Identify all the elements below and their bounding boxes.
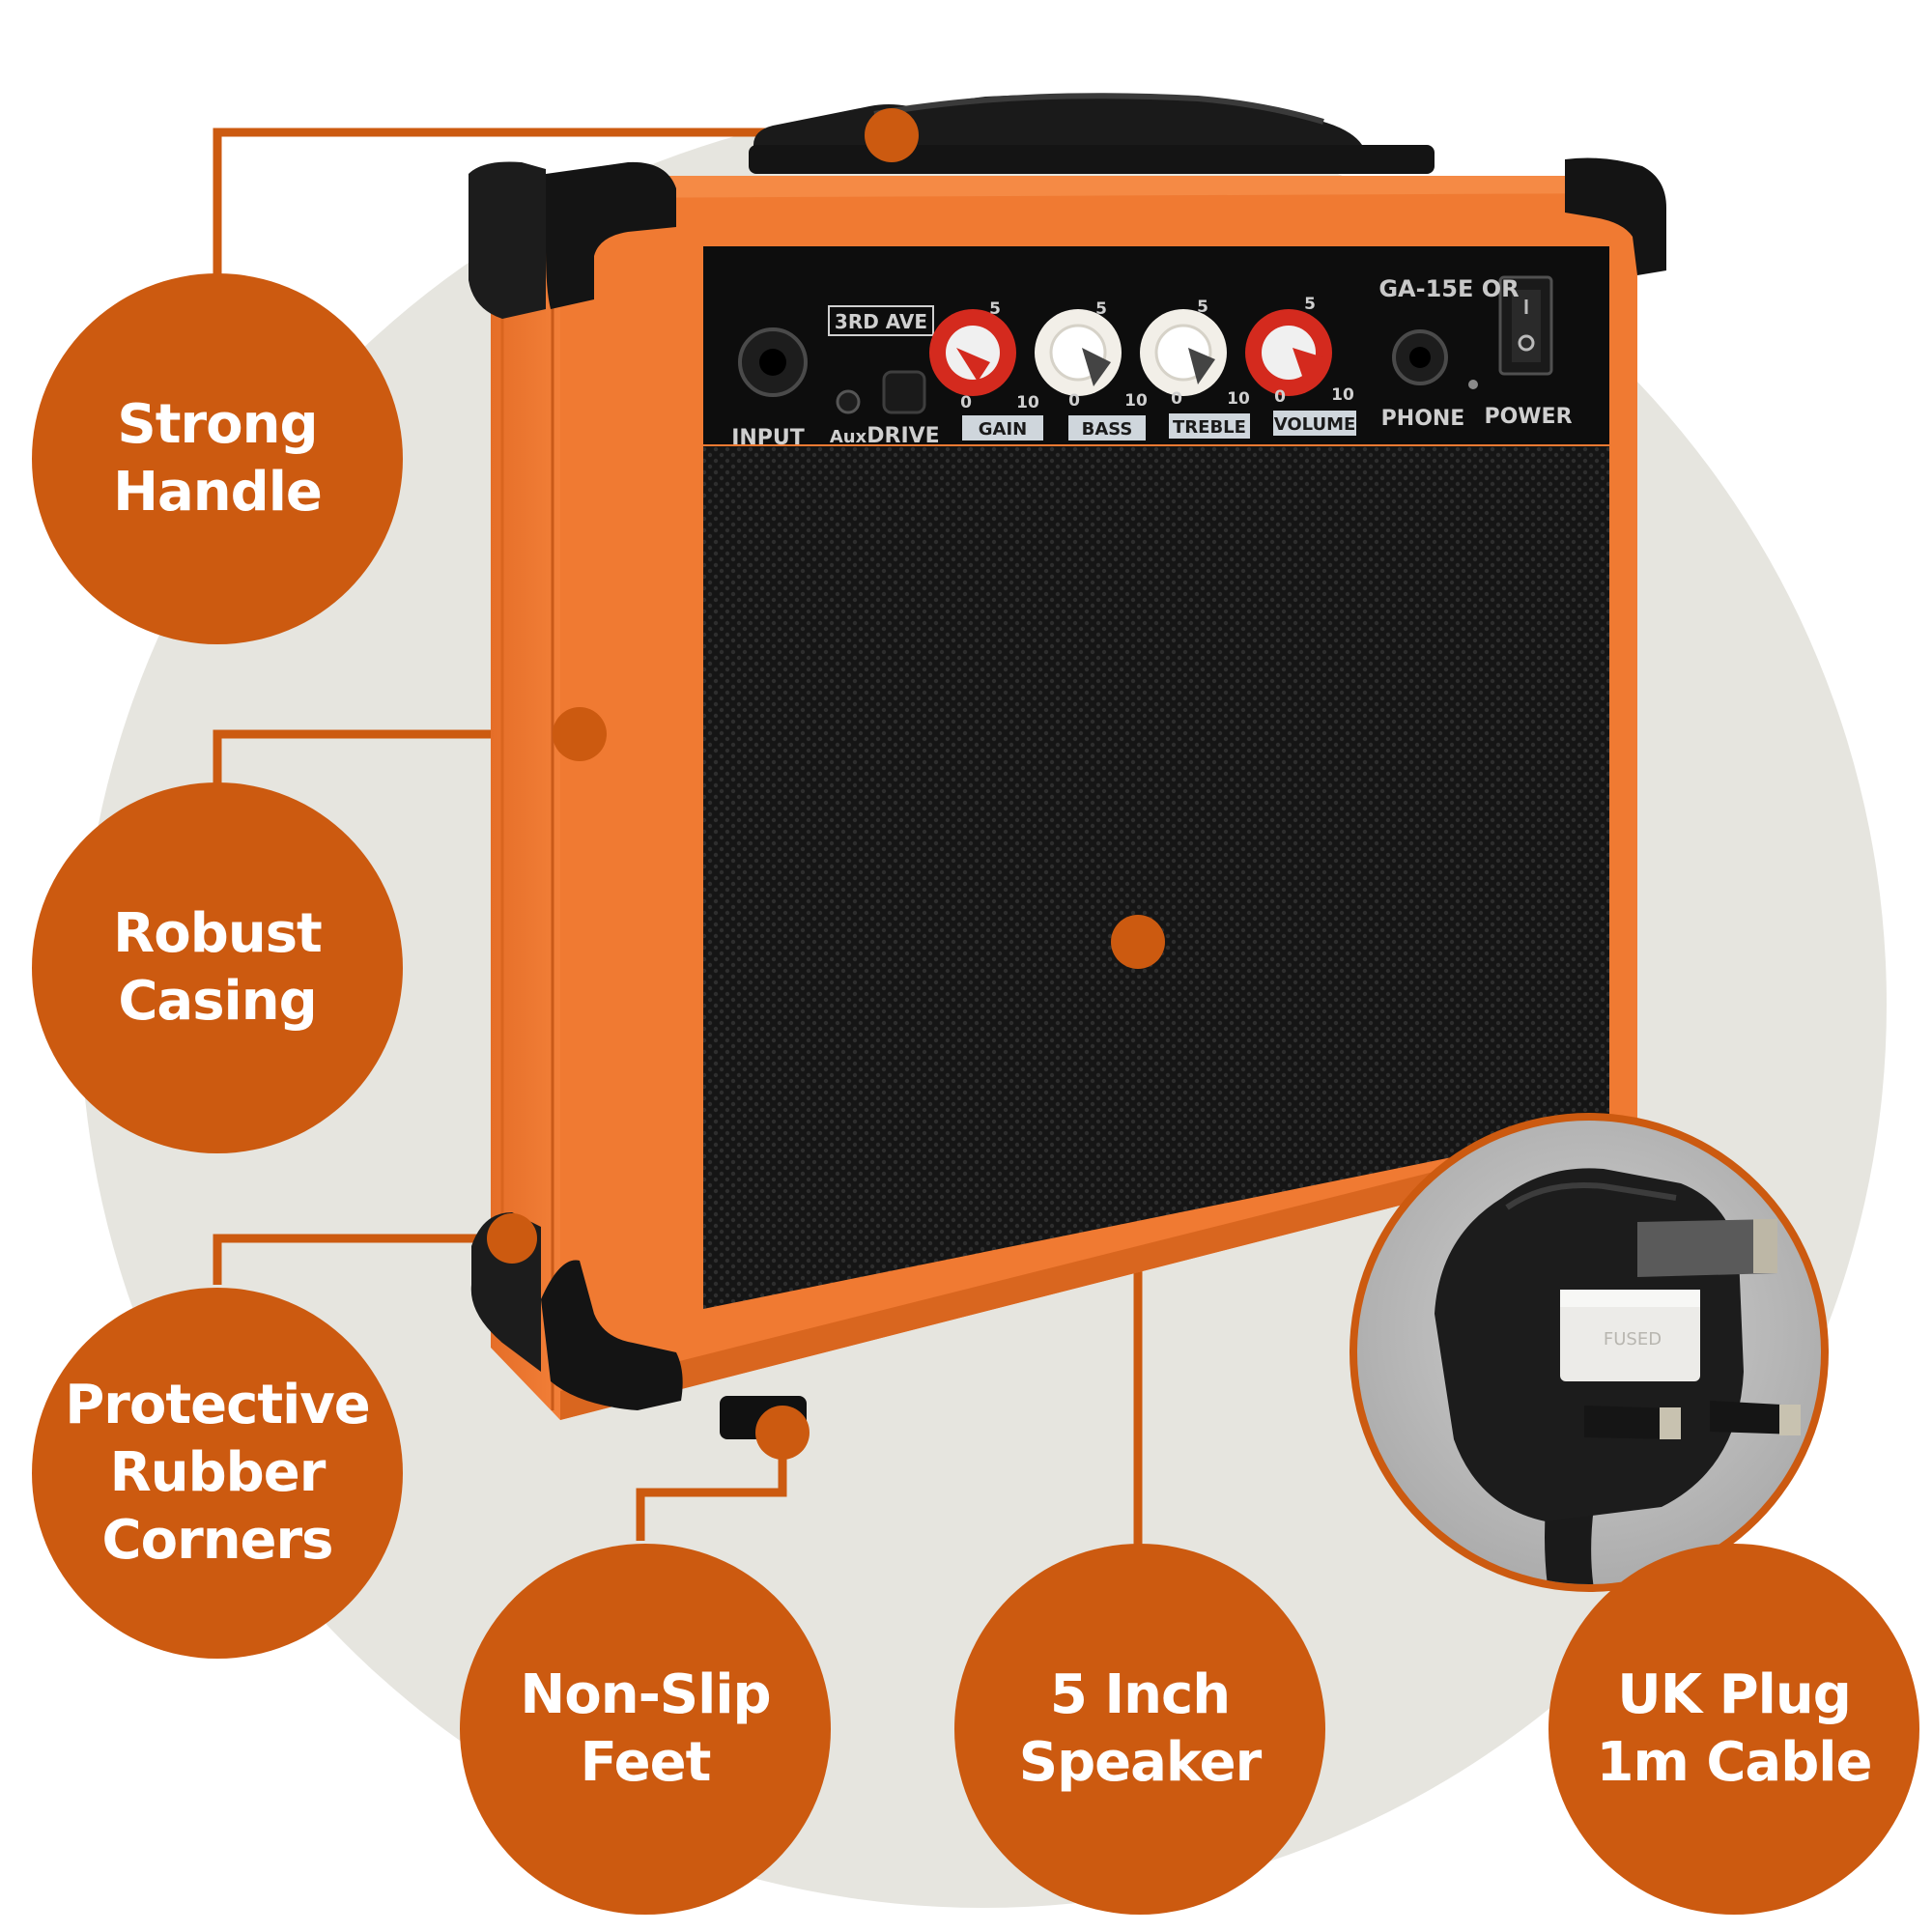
drive-button[interactable] bbox=[882, 370, 926, 414]
feature-circles bbox=[32, 273, 1919, 1915]
amplifier: 3RD AVE GA-15E OR INPUT Aux DRIVE GAIN B… bbox=[469, 93, 1666, 1439]
label-treble: TREBLE bbox=[1173, 417, 1246, 438]
svg-text:5: 5 bbox=[1197, 298, 1208, 317]
label-bass: BASS bbox=[1082, 419, 1133, 440]
aux-jack[interactable] bbox=[836, 389, 861, 414]
live-pin-left bbox=[1584, 1406, 1676, 1439]
knob-treble[interactable] bbox=[1140, 309, 1227, 396]
svg-text:10: 10 bbox=[1227, 389, 1250, 409]
corners-connector bbox=[213, 1234, 512, 1285]
feature-circle-corners bbox=[32, 1288, 403, 1659]
knob-bass[interactable] bbox=[1035, 309, 1122, 396]
brand-text: 3RD AVE bbox=[835, 310, 927, 333]
label-drive: DRIVE bbox=[867, 424, 939, 448]
svg-text:10: 10 bbox=[1124, 391, 1148, 411]
connector-dots bbox=[487, 108, 1165, 1460]
label-volume: VOLUME bbox=[1274, 414, 1356, 435]
power-led bbox=[1468, 380, 1478, 389]
svg-text:5: 5 bbox=[989, 299, 1001, 319]
label-power: POWER bbox=[1484, 405, 1572, 429]
knob-gain[interactable] bbox=[929, 309, 1016, 396]
svg-text:5: 5 bbox=[1304, 295, 1316, 314]
svg-text:0: 0 bbox=[960, 393, 972, 412]
label-phone: PHONE bbox=[1381, 407, 1465, 431]
fuse-text: FUSED bbox=[1604, 1329, 1662, 1350]
casing-dot bbox=[553, 707, 607, 761]
feet-dot bbox=[755, 1406, 810, 1460]
label-gain: GAIN bbox=[979, 419, 1027, 440]
amp-side-panel bbox=[491, 176, 560, 1420]
svg-text:10: 10 bbox=[1016, 393, 1039, 412]
feature-circle-casing bbox=[32, 782, 403, 1153]
corner-bottom-left bbox=[541, 1260, 683, 1410]
corners-dot bbox=[487, 1213, 537, 1264]
plug-cable bbox=[1545, 1507, 1608, 1584]
fuse-cover bbox=[1560, 1290, 1700, 1381]
handle-dot bbox=[865, 108, 919, 162]
speaker-grille bbox=[703, 446, 1609, 1309]
feature-circle-plug bbox=[1548, 1544, 1919, 1915]
speaker-dot bbox=[1111, 915, 1165, 969]
svg-text:0: 0 bbox=[1068, 391, 1080, 411]
handle-connector bbox=[213, 128, 879, 290]
neutral-pin-right bbox=[1710, 1401, 1799, 1435]
earth-pin bbox=[1637, 1219, 1777, 1277]
label-input: INPUT bbox=[731, 426, 805, 450]
knob-volume[interactable] bbox=[1245, 309, 1332, 396]
casing-connector bbox=[213, 729, 580, 792]
feature-circle-handle bbox=[32, 273, 403, 644]
feet-connector bbox=[636, 1433, 787, 1541]
svg-text:10: 10 bbox=[1331, 385, 1354, 405]
svg-text:5: 5 bbox=[1095, 299, 1107, 319]
plug-inset: FUSED bbox=[1350, 1113, 1829, 1592]
corner-top-left bbox=[546, 161, 676, 309]
svg-text:0: 0 bbox=[1171, 389, 1182, 409]
corner-top-right bbox=[1565, 157, 1666, 275]
svg-text:0: 0 bbox=[1274, 387, 1286, 407]
model-text: GA-15E OR bbox=[1378, 275, 1519, 302]
brand-box bbox=[828, 305, 934, 336]
feature-circle-speaker bbox=[954, 1544, 1325, 1915]
feature-circle-feet bbox=[460, 1544, 831, 1915]
label-aux: Aux bbox=[830, 427, 867, 447]
